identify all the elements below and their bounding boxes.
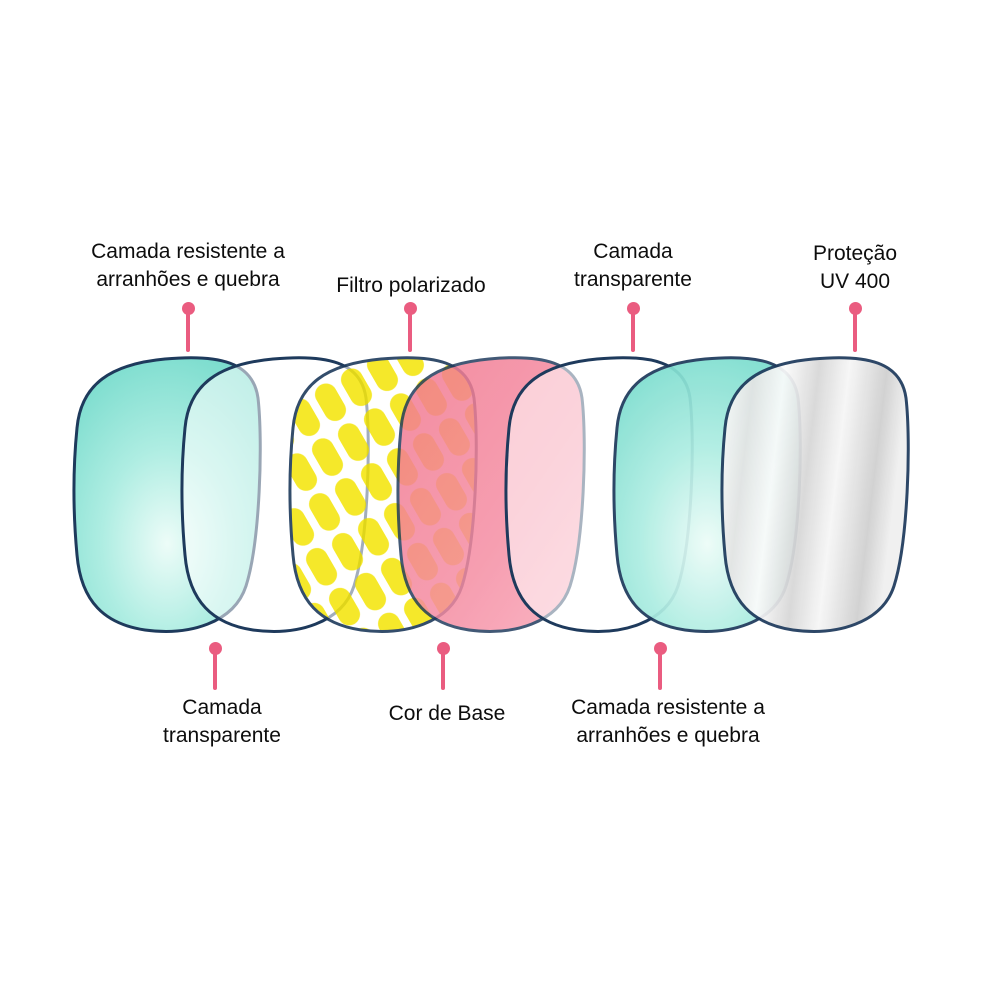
pointer-pin — [208, 642, 222, 690]
label-text: Camada resistente a arranhões e quebra — [571, 696, 765, 748]
label-text: Camada transparente — [163, 696, 281, 748]
label-transparent-bottom: Camada transparente — [147, 694, 297, 751]
label-text: Filtro polarizado — [336, 274, 486, 297]
pin-dot-icon — [626, 302, 640, 315]
pin-dot-icon — [653, 642, 667, 655]
label-transparent-top: Camada transparente — [558, 238, 708, 295]
pin-dot-icon — [403, 302, 417, 315]
pointer-pin — [626, 302, 640, 352]
pin-dot-icon — [208, 642, 222, 655]
label-text: Proteção UV 400 — [812, 242, 898, 294]
label-scratch-resistant-top: Camada resistente a arranhões e quebra — [83, 238, 293, 295]
pointer-pin — [181, 302, 195, 352]
pointer-pin — [653, 642, 667, 690]
pointer-pin — [403, 302, 417, 352]
lens-stack — [72, 356, 910, 633]
label-text: Cor de Base — [388, 702, 506, 725]
label-polarized-filter: Filtro polarizado — [326, 272, 496, 300]
label-uv400: Proteção UV 400 — [805, 240, 905, 297]
label-text: Camada transparente — [574, 240, 692, 292]
label-scratch-resistant-bottom: Camada resistente a arranhões e quebra — [553, 694, 783, 751]
pointer-pin — [436, 642, 450, 690]
pin-dot-icon — [436, 642, 450, 655]
label-base-color: Cor de Base — [377, 700, 517, 728]
lens-layer-uv400 — [720, 356, 910, 633]
label-text: Camada resistente a arranhões e quebra — [91, 240, 285, 292]
pin-dot-icon — [181, 302, 195, 315]
pointer-pin — [848, 302, 862, 352]
pin-dot-icon — [848, 302, 862, 315]
